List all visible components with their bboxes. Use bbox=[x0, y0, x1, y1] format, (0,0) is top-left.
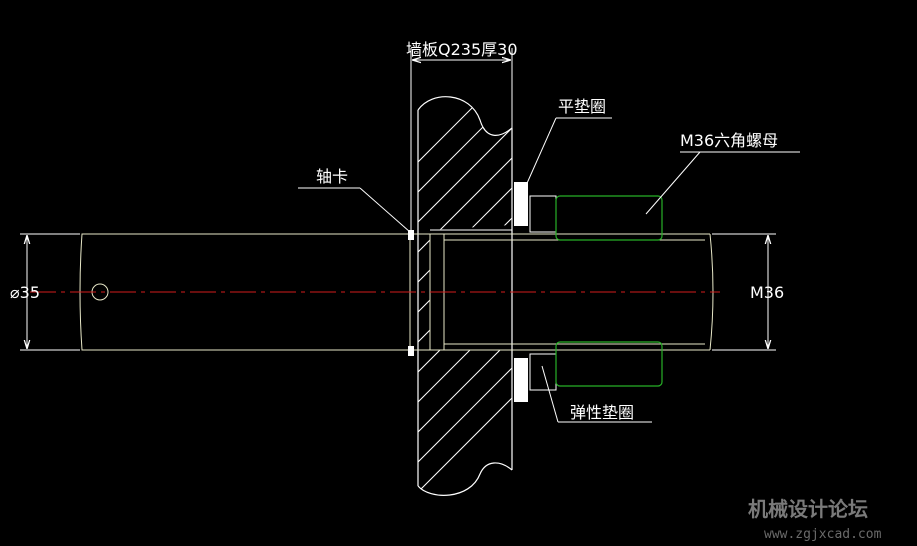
hex-nut-label: M36六角螺母 bbox=[680, 131, 778, 150]
shaft-clip bbox=[408, 230, 414, 356]
thread-dimension: M36 bbox=[712, 233, 784, 351]
hex-nut-callout bbox=[645, 151, 800, 215]
shaft-clip-callout bbox=[298, 187, 411, 233]
wall-plate-label: 墙板Q235厚30 bbox=[406, 40, 518, 59]
shaft-clip-label: 轴卡 bbox=[316, 167, 348, 186]
spring-washer-label: 弹性垫圈 bbox=[570, 403, 634, 422]
thread-label: M36 bbox=[750, 283, 784, 302]
spring-washer-callout bbox=[541, 365, 652, 423]
shaft bbox=[79, 233, 714, 351]
hex-nut bbox=[555, 195, 663, 387]
watermark-title: 机械设计论坛 bbox=[748, 497, 868, 521]
diameter-label: ⌀35 bbox=[10, 283, 40, 302]
diameter-dimension: ⌀35 bbox=[10, 233, 80, 351]
flat-washer-callout bbox=[523, 117, 612, 191]
spring-washer bbox=[529, 195, 557, 391]
flat-washer bbox=[514, 182, 528, 402]
wall-thickness-dimension: 墙板Q235厚30 bbox=[406, 40, 518, 240]
watermark-url: www.zgjxcad.com bbox=[764, 527, 882, 542]
wall-plate-section bbox=[417, 96, 513, 496]
flat-washer-label: 平垫圈 bbox=[558, 97, 606, 116]
